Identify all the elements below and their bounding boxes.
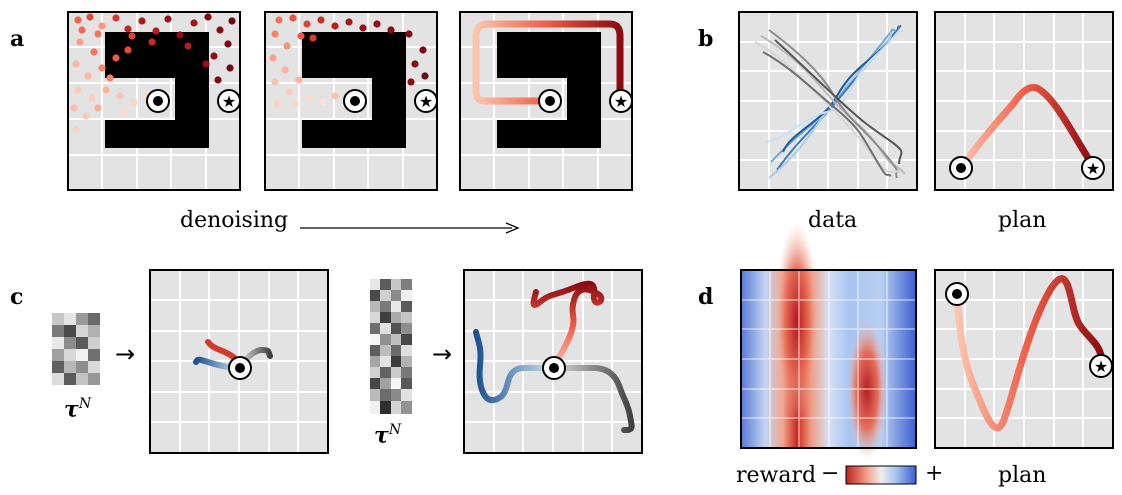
panel-a-noisy-plot: ★ xyxy=(67,11,241,191)
goal-star-icon: ★ xyxy=(414,89,438,113)
colorbar-reward-label: reward xyxy=(736,463,817,488)
noise-matrix-small xyxy=(52,313,100,385)
panel-b-plan-plot: ★ xyxy=(934,11,1114,191)
denoised-sample-points xyxy=(269,14,429,108)
panel-b-data-plot xyxy=(738,11,918,191)
goal-star-icon: ★ xyxy=(609,89,633,113)
start-marker-icon xyxy=(538,89,562,113)
start-marker-icon xyxy=(542,356,566,380)
caption-plan-d: plan xyxy=(998,463,1047,488)
start-marker-icon xyxy=(146,89,170,113)
panel-label-b: b xyxy=(698,26,714,52)
panel-a-final-plot: ★ xyxy=(459,11,633,191)
svg-text:★: ★ xyxy=(1086,159,1100,178)
svg-text:★: ★ xyxy=(222,92,236,111)
caption-data: data xyxy=(808,208,858,233)
tau-label-large: τN xyxy=(374,422,402,449)
svg-text:★: ★ xyxy=(1094,357,1108,376)
goal-star-icon: ★ xyxy=(1089,354,1113,378)
plan-trajectory xyxy=(957,84,1097,172)
panel-a-mid-plot: ★ xyxy=(264,11,438,191)
colorbar-minus: − xyxy=(821,461,840,486)
goal-star-icon: ★ xyxy=(1081,156,1105,180)
tau-label-small: τN xyxy=(64,396,92,423)
panel-c-short-plot xyxy=(149,269,329,454)
start-marker-icon xyxy=(949,156,973,180)
svg-text:★: ★ xyxy=(614,92,628,111)
panel-d-plan-plot: ★ xyxy=(934,269,1114,449)
start-marker-icon xyxy=(228,356,252,380)
panel-d-reward-heatmap xyxy=(740,222,917,460)
noise-matrix-large xyxy=(370,279,412,414)
plan-trajectory xyxy=(953,275,1107,432)
arrow-right-icon: → xyxy=(432,340,453,368)
caption-plan-b: plan xyxy=(998,208,1047,233)
planned-trajectory xyxy=(472,20,624,105)
panel-c-long-plot xyxy=(463,269,643,454)
start-marker-icon xyxy=(343,89,367,113)
reward-colorbar xyxy=(845,465,917,485)
colorbar-plus: + xyxy=(925,461,944,486)
goal-star-icon: ★ xyxy=(217,89,241,113)
panel-label-d: d xyxy=(698,284,714,310)
svg-text:★: ★ xyxy=(419,92,433,111)
data-trajectories xyxy=(754,25,906,179)
arrow-right-icon: → xyxy=(115,340,136,368)
start-marker-icon xyxy=(945,282,969,306)
panel-label-c: c xyxy=(10,284,24,310)
denoising-arrow-icon xyxy=(300,222,520,234)
noisy-sample-points xyxy=(70,13,236,134)
caption-denoising: denoising xyxy=(180,208,289,233)
panel-label-a: a xyxy=(10,26,25,52)
